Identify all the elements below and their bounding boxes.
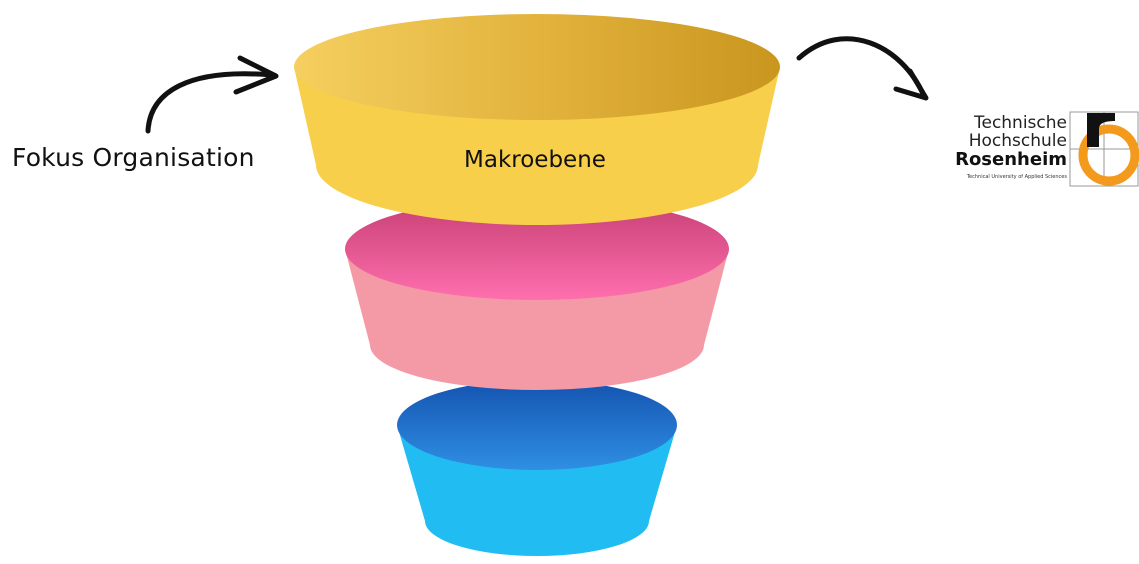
th-rosenheim-logo: Technische Hochschule Rosenheim Technica… [941, 111, 1139, 191]
funnel-tier-top [294, 14, 780, 225]
funnel-tier-top-top [294, 14, 780, 120]
funnel-tier-middle-top [345, 198, 729, 300]
arrow-into-funnel [145, 55, 279, 134]
arrow-to-logo [796, 36, 929, 101]
logo-mark-icon [1069, 111, 1139, 187]
funnel-tier-bottom-top [397, 380, 677, 470]
funnel-tier-middle [345, 198, 729, 390]
focus-organisation-label: Fokus Organisation [12, 143, 255, 172]
logo-text-technische: Technische [973, 113, 1067, 133]
logo-text-rosenheim: Rosenheim [955, 149, 1067, 170]
macro-level-label: Makroebene [464, 147, 606, 173]
funnel-tier-bottom [397, 380, 677, 556]
logo-text-hochschule: Hochschule [968, 131, 1067, 151]
logo-text-subtitle: Technical University of Applied Sciences [966, 174, 1067, 180]
